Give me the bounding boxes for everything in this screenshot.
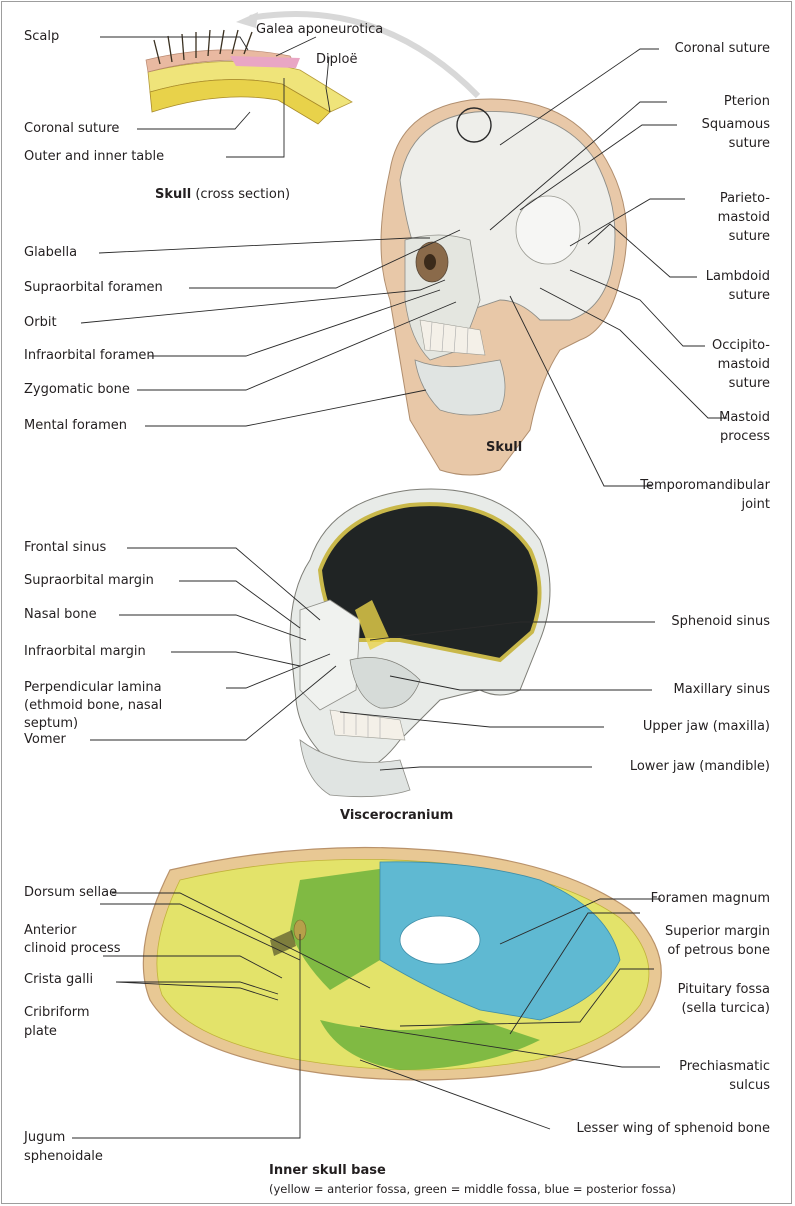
label-coronal-suture: Coronal suture	[675, 41, 770, 57]
label-parieto-mastoid-2: mastoid	[718, 210, 770, 226]
caption-skull-cross-section-rest: (cross section)	[195, 187, 290, 202]
label-pituitary-fossa-1: Pituitary fossa	[678, 982, 770, 998]
viscerocranium-illustration	[290, 489, 550, 797]
label-prechiasmatic-2: sulcus	[729, 1078, 770, 1094]
label-parieto-mastoid-3: suture	[729, 229, 770, 245]
label-maxillary-sinus: Maxillary sinus	[674, 682, 770, 698]
label-cribriform-1: Cribriform	[24, 1005, 90, 1021]
label-crista-galli: Crista galli	[24, 972, 93, 988]
label-mental-foramen: Mental foramen	[24, 418, 127, 434]
label-anterior-clinoid-2: clinoid process	[24, 941, 121, 957]
label-sphenoid-sinus: Sphenoid sinus	[671, 614, 770, 630]
label-perpendicular-lamina-1: Perpendicular lamina	[24, 680, 162, 696]
label-lesser-wing: Lesser wing of sphenoid bone	[577, 1121, 770, 1137]
label-coronal-suture-inset: Coronal suture	[24, 121, 119, 137]
label-nasal-bone: Nasal bone	[24, 607, 97, 623]
label-perpendicular-lamina-3: septum)	[24, 716, 78, 732]
label-scalp: Scalp	[24, 29, 59, 45]
inner-skull-base-illustration	[143, 848, 661, 1081]
label-glabella: Glabella	[24, 245, 77, 261]
label-mastoid-process-2: process	[720, 429, 770, 445]
label-orbit: Orbit	[24, 315, 57, 331]
label-lower-jaw: Lower jaw (mandible)	[630, 759, 770, 775]
label-superior-margin-2: of petrous bone	[667, 943, 770, 959]
label-upper-jaw: Upper jaw (maxilla)	[643, 719, 770, 735]
label-foramen-magnum: Foramen magnum	[651, 891, 770, 907]
caption-skull: Skull	[486, 440, 522, 456]
label-outer-inner-table: Outer and inner table	[24, 149, 164, 165]
label-temporomandibular-1: Temporomandibular	[640, 478, 770, 494]
label-frontal-sinus: Frontal sinus	[24, 540, 106, 556]
caption-fossa-legend: (yellow = anterior fossa, green = middle…	[269, 1181, 676, 1197]
label-squamous-suture-1: Squamous	[702, 117, 770, 133]
label-occipito-mastoid-3: suture	[729, 376, 770, 392]
label-infraorbital-foramen: Infraorbital foramen	[24, 348, 155, 364]
label-parieto-mastoid-1: Parieto-	[720, 191, 770, 207]
label-jugum-2: sphenoidale	[24, 1149, 103, 1165]
label-pituitary-fossa-2: (sella turcica)	[681, 1001, 770, 1017]
label-temporomandibular-2: joint	[741, 497, 770, 513]
label-vomer: Vomer	[24, 732, 66, 748]
label-dorsum-sellae: Dorsum sellae	[24, 885, 117, 901]
label-pterion: Pterion	[724, 94, 770, 110]
label-supraorbital-margin: Supraorbital margin	[24, 573, 154, 589]
label-occipito-mastoid-2: mastoid	[718, 357, 770, 373]
label-diploe: Diploë	[316, 52, 357, 68]
label-cribriform-2: plate	[24, 1024, 57, 1040]
label-anterior-clinoid-1: Anterior	[24, 923, 76, 939]
label-mastoid-process-1: Mastoid	[719, 410, 770, 426]
label-superior-margin-1: Superior margin	[665, 924, 770, 940]
label-jugum-1: Jugum	[24, 1130, 65, 1146]
lateral-skull-illustration	[381, 99, 627, 475]
label-perpendicular-lamina-2: (ethmoid bone, nasal	[24, 698, 162, 714]
caption-skull-cross-section-bold: Skull	[155, 187, 191, 202]
label-infraorbital-margin: Infraorbital margin	[24, 644, 146, 660]
caption-skull-cross-section: Skull (cross section)	[155, 187, 290, 203]
label-zygomatic-bone: Zygomatic bone	[24, 382, 130, 398]
caption-viscerocranium: Viscerocranium	[340, 808, 453, 824]
label-supraorbital-foramen: Supraorbital foramen	[24, 280, 163, 296]
label-lambdoid-suture-2: suture	[729, 288, 770, 304]
label-lambdoid-suture-1: Lambdoid	[706, 269, 770, 285]
label-squamous-suture-2: suture	[729, 136, 770, 152]
label-prechiasmatic-1: Prechiasmatic	[679, 1059, 770, 1075]
label-galea-aponeurotica: Galea aponeurotica	[256, 22, 383, 38]
caption-inner-skull-base: Inner skull base	[269, 1163, 386, 1179]
label-occipito-mastoid-1: Occipito-	[712, 338, 770, 354]
